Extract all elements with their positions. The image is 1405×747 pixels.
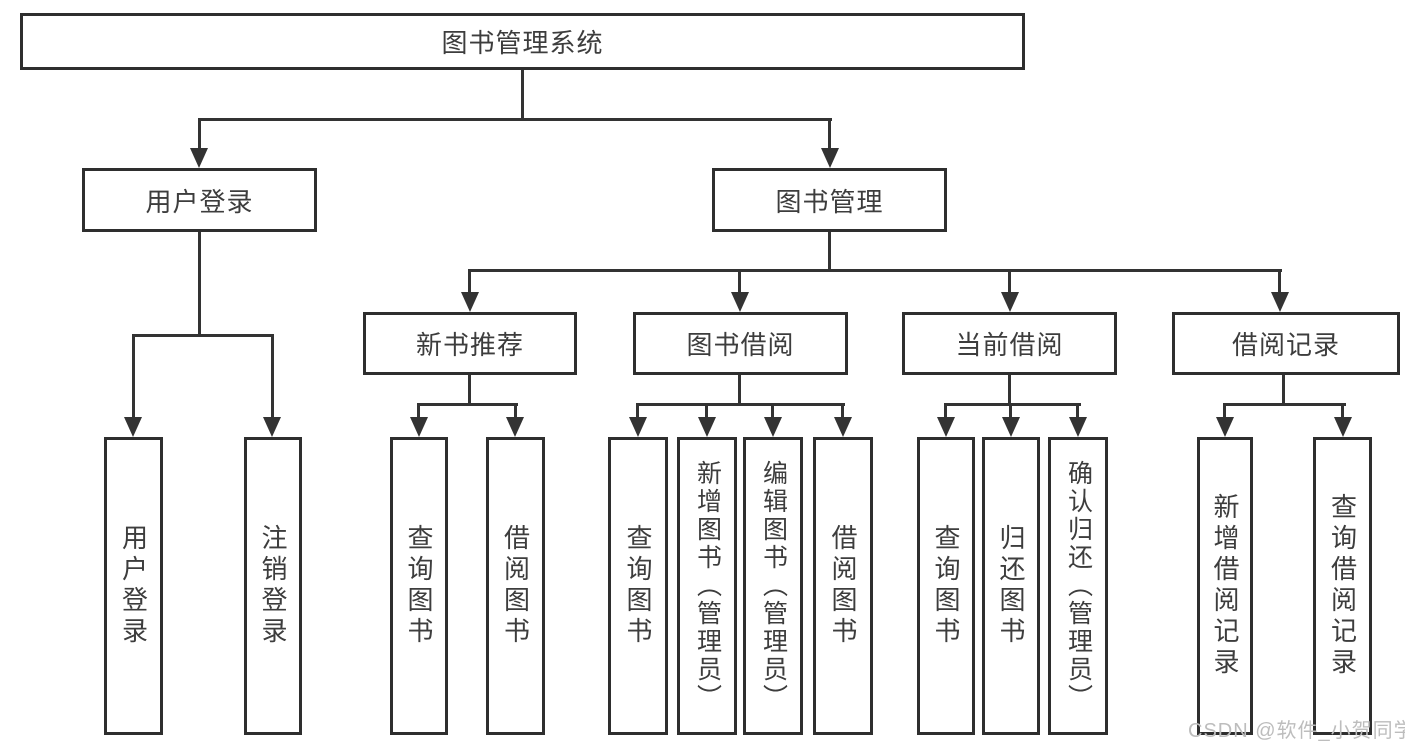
leaf-recommend-borrow-books: 借阅图书: [486, 437, 545, 735]
arrow-down-icon: [506, 417, 524, 437]
arrow-down-icon: [263, 417, 281, 437]
connector-drop-leaf: [841, 403, 844, 420]
leaf-current-confirm-return-admin: 确认归还（管理员）: [1048, 437, 1108, 735]
leaf-recommend-query-books: 查询图书: [390, 437, 448, 735]
arrow-down-icon: [1271, 292, 1289, 312]
connector-currentborrow-stem: [1008, 375, 1011, 406]
arrow-down-icon: [821, 148, 839, 168]
arrow-down-icon: [1002, 417, 1020, 437]
connector-root-stem: [521, 70, 524, 120]
connector-recommend-stem: [468, 375, 471, 406]
leaf-borrow-query-books: 查询图书: [608, 437, 668, 735]
connector-drop-leaf: [417, 403, 420, 420]
connector-drop-user-login: [198, 118, 201, 150]
csdn-watermark: CSDN @软件_小贺同学: [1188, 720, 1405, 742]
leaf-borrow-borrow-books: 借阅图书: [813, 437, 873, 735]
connector-drop-borrow-records: [1278, 269, 1281, 294]
connector-drop-leaf: [944, 403, 947, 420]
arrow-down-icon: [1334, 417, 1352, 437]
connector-drop-leaf: [771, 403, 774, 420]
connector-drop-leaf: [514, 403, 517, 420]
connector-drop-new-book: [468, 269, 471, 294]
arrow-down-icon: [1216, 417, 1234, 437]
leaf-borrow-edit-books-admin: 编辑图书（管理员）: [743, 437, 803, 735]
connector-drop-current-borrow: [1008, 269, 1011, 294]
leaf-user-login: 用户登录: [104, 437, 163, 735]
connector-root-bar: [198, 118, 832, 121]
node-library-management-system: 图书管理系统: [20, 13, 1025, 70]
leaf-borrow-add-books-admin: 新增图书（管理员）: [677, 437, 737, 735]
arrow-down-icon: [190, 148, 208, 168]
arrow-down-icon: [1001, 292, 1019, 312]
connector-recommend-bar: [417, 403, 518, 406]
arrow-down-icon: [764, 417, 782, 437]
connector-drop-book-borrow: [738, 269, 741, 294]
connector-records-stem: [1282, 375, 1285, 406]
node-new-book-recommend: 新书推荐: [363, 312, 577, 375]
arrow-down-icon: [1069, 417, 1087, 437]
connector-drop-leaf: [1341, 403, 1344, 420]
connector-bookmgmt-stem: [828, 232, 831, 272]
connector-userlogin-bar: [132, 334, 274, 337]
connector-drop-leaf: [271, 334, 274, 420]
arrow-down-icon: [410, 417, 428, 437]
connector-bookmgmt-bar: [468, 269, 1282, 272]
connector-drop-leaf: [705, 403, 708, 420]
leaf-current-return-books: 归还图书: [982, 437, 1040, 735]
leaf-current-query-books: 查询图书: [917, 437, 975, 735]
connector-drop-leaf: [1009, 403, 1012, 420]
node-current-borrow: 当前借阅: [902, 312, 1117, 375]
arrow-down-icon: [937, 417, 955, 437]
node-book-management: 图书管理: [712, 168, 947, 232]
connector-records-bar: [1223, 403, 1346, 406]
connector-drop-leaf: [1076, 403, 1079, 420]
connector-bookborrow-bar: [636, 403, 845, 406]
node-borrow-records: 借阅记录: [1172, 312, 1400, 375]
arrow-down-icon: [124, 417, 142, 437]
connector-drop-book-management: [828, 118, 831, 150]
connector-drop-leaf: [636, 403, 639, 420]
connector-currentborrow-bar: [944, 403, 1081, 406]
leaf-records-query-record: 查询借阅记录: [1313, 437, 1372, 735]
connector-bookborrow-stem: [738, 375, 741, 406]
connector-drop-leaf: [1223, 403, 1226, 420]
leaf-records-add-record: 新增借阅记录: [1197, 437, 1253, 735]
arrow-down-icon: [834, 417, 852, 437]
connector-drop-leaf: [132, 334, 135, 420]
node-user-login: 用户登录: [82, 168, 317, 232]
arrow-down-icon: [461, 292, 479, 312]
connector-userlogin-stem: [198, 232, 201, 336]
arrow-down-icon: [629, 417, 647, 437]
arrow-down-icon: [698, 417, 716, 437]
node-book-borrow: 图书借阅: [633, 312, 848, 375]
leaf-logout: 注销登录: [244, 437, 302, 735]
arrow-down-icon: [731, 292, 749, 312]
